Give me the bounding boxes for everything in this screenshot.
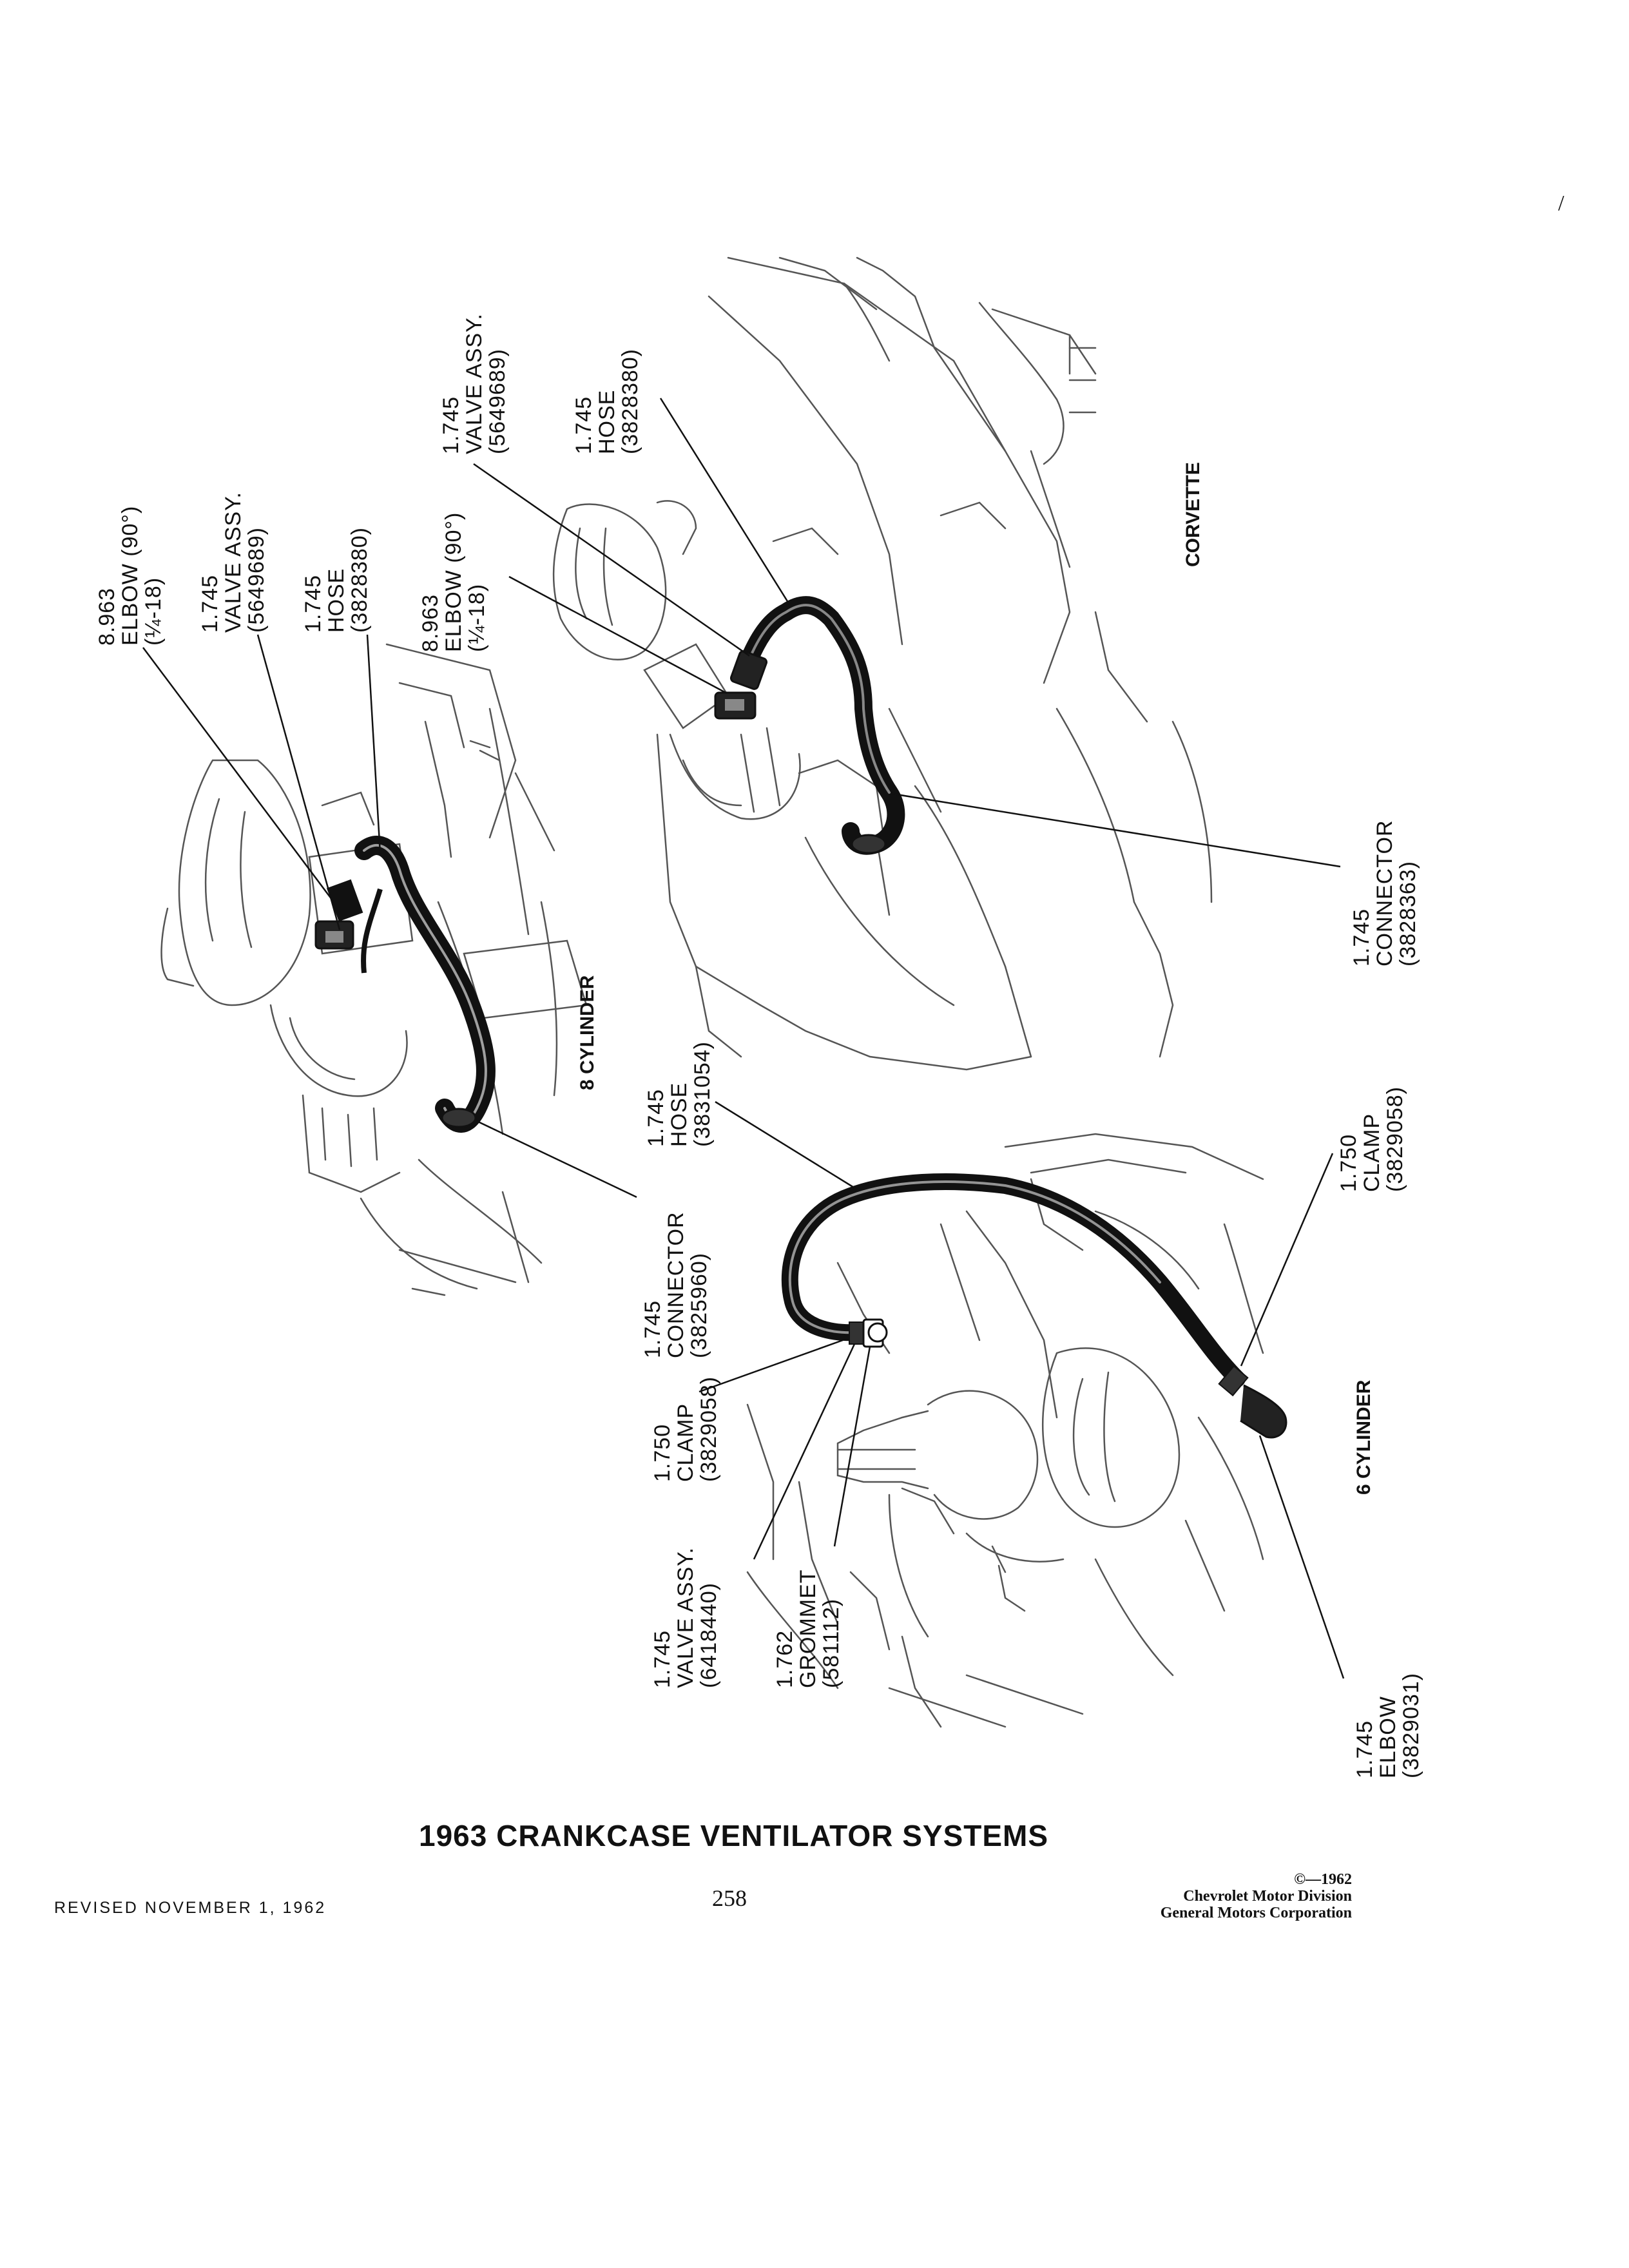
corvette-valve-number: 1.745 <box>439 396 463 454</box>
eight-cyl-elbow-number: 8.963 <box>95 587 119 646</box>
corvette-elbow-part: (¼-18) <box>465 583 489 652</box>
six-cyl-elbow-name: ELBOW <box>1376 1696 1400 1778</box>
six-cyl-clamp-top-number: 1.750 <box>1336 1133 1361 1192</box>
revision-date: REVISED NOVEMBER 1, 1962 <box>54 1899 327 1917</box>
eight-cylinder-ventilation-parts <box>314 836 496 1133</box>
eight-cyl-elbow-part: (¼-18) <box>141 577 166 646</box>
six-cyl-clamp-bottom-number: 1.750 <box>650 1423 675 1482</box>
eight-cyl-connector-part: (3825960) <box>687 1252 711 1358</box>
six-cyl-clamp-top-part: (3829058) <box>1383 1086 1407 1192</box>
corvette-connector-name: CONNECTOR <box>1373 820 1397 967</box>
corvette-elbow-name: ELBOW (90°) <box>441 512 466 652</box>
corvette-hose-callout: 1.745 HOSE (3828380) <box>572 349 642 454</box>
copyright-block: ©—1962 Chevrolet Motor Division General … <box>1161 1871 1352 1921</box>
corvette-hose-name: HOSE <box>595 389 619 454</box>
corvette-ventilation-parts <box>714 596 905 855</box>
eight-cyl-valve-callout: 1.745 VALVE ASSY. (5649689) <box>198 492 269 633</box>
eight-cyl-connector-number: 1.745 <box>641 1300 665 1358</box>
eight-cyl-hose-name: HOSE <box>324 568 349 633</box>
callout-leader-lines <box>142 398 1345 1679</box>
corner-mark: / <box>1558 191 1565 215</box>
six-cyl-valve-number: 1.745 <box>650 1629 675 1688</box>
six-cyl-valve-part: (6418440) <box>697 1582 721 1688</box>
six-cylinder-engine-illustration <box>746 1133 1264 1728</box>
corvette-connector-number: 1.745 <box>1349 908 1374 966</box>
eight-cyl-elbow-name: ELBOW (90°) <box>118 505 142 646</box>
corporation-name: General Motors Corporation <box>1160 1905 1352 1921</box>
corvette-connector-callout: 1.745 CONNECTOR (3828363) <box>1349 820 1420 967</box>
page-number: 258 <box>712 1885 747 1911</box>
copyright-year: ©—1962 <box>1294 1871 1352 1888</box>
eight-cyl-elbow-callout: 8.963 ELBOW (90°) (¼-18) <box>95 505 166 646</box>
six-cyl-elbow-number: 1.745 <box>1353 1720 1377 1778</box>
six-cyl-clamp-bottom-name: CLAMP <box>673 1403 698 1482</box>
six-cyl-clamp-top-callout: 1.750 CLAMP (3829058) <box>1336 1086 1407 1192</box>
eight-cyl-valve-part: (5649689) <box>244 526 269 633</box>
six-cyl-grommet-part: (581112) <box>819 1598 843 1688</box>
corvette-elbow-callout: 8.963 ELBOW (90°) (¼-18) <box>418 512 489 652</box>
eight-cylinder-section-label: 8 CYLINDER <box>577 975 598 1090</box>
corvette-hose-number: 1.745 <box>572 396 596 454</box>
six-cyl-clamp-top-name: CLAMP <box>1360 1113 1384 1192</box>
corvette-valve-name: VALVE ASSY. <box>462 313 487 454</box>
six-cyl-clamp-bottom-part: (3829058) <box>697 1376 721 1482</box>
six-cyl-elbow-part: (3829031) <box>1399 1672 1423 1778</box>
page-title: 1963 CRANKCASE VENTILATOR SYSTEMS <box>419 1819 1049 1852</box>
six-cyl-grommet-name: GROMMET <box>796 1569 820 1688</box>
corvette-valve-part: (5649689) <box>485 348 510 454</box>
six-cylinder-section-label: 6 CYLINDER <box>1353 1379 1374 1495</box>
corvette-valve-callout: 1.745 VALVE ASSY. (5649689) <box>439 313 510 454</box>
corvette-engine-illustration <box>552 256 1213 1071</box>
eight-cyl-valve-name: VALVE ASSY. <box>221 492 246 633</box>
six-cyl-hose-number: 1.745 <box>644 1088 668 1147</box>
eight-cyl-hose-callout: 1.745 HOSE (3828380) <box>301 526 372 633</box>
six-cyl-valve-callout: 1.745 VALVE ASSY. (6418440) <box>650 1547 721 1688</box>
corvette-elbow-number: 8.963 <box>418 593 443 652</box>
corvette-section-label: CORVETTE <box>1182 462 1204 567</box>
eight-cyl-valve-number: 1.745 <box>198 574 222 633</box>
six-cyl-hose-name: HOSE <box>667 1082 691 1147</box>
corvette-connector-part: (3828363) <box>1396 860 1420 966</box>
six-cyl-valve-name: VALVE ASSY. <box>673 1547 698 1688</box>
six-cyl-hose-callout: 1.745 HOSE (3831054) <box>644 1041 715 1147</box>
six-cylinder-ventilation-parts <box>781 1173 1287 1439</box>
six-cyl-clamp-bottom-callout: 1.750 CLAMP (3829058) <box>650 1376 721 1482</box>
eight-cyl-hose-number: 1.745 <box>301 574 325 633</box>
six-cyl-grommet-callout: 1.762 GROMMET (581112) <box>773 1569 843 1688</box>
six-cyl-elbow-callout: 1.745 ELBOW (3829031) <box>1353 1673 1423 1778</box>
six-cyl-grommet-number: 1.762 <box>773 1629 797 1688</box>
corvette-hose-part: (3828380) <box>618 348 642 454</box>
six-cyl-hose-part: (3831054) <box>690 1041 715 1147</box>
division-name: Chevrolet Motor Division <box>1183 1888 1352 1905</box>
eight-cylinder-engine-illustration <box>160 643 588 1296</box>
eight-cyl-connector-callout: 1.745 CONNECTOR (3825960) <box>641 1212 711 1359</box>
eight-cyl-connector-name: CONNECTOR <box>664 1211 688 1359</box>
eight-cyl-hose-part: (3828380) <box>347 526 372 633</box>
